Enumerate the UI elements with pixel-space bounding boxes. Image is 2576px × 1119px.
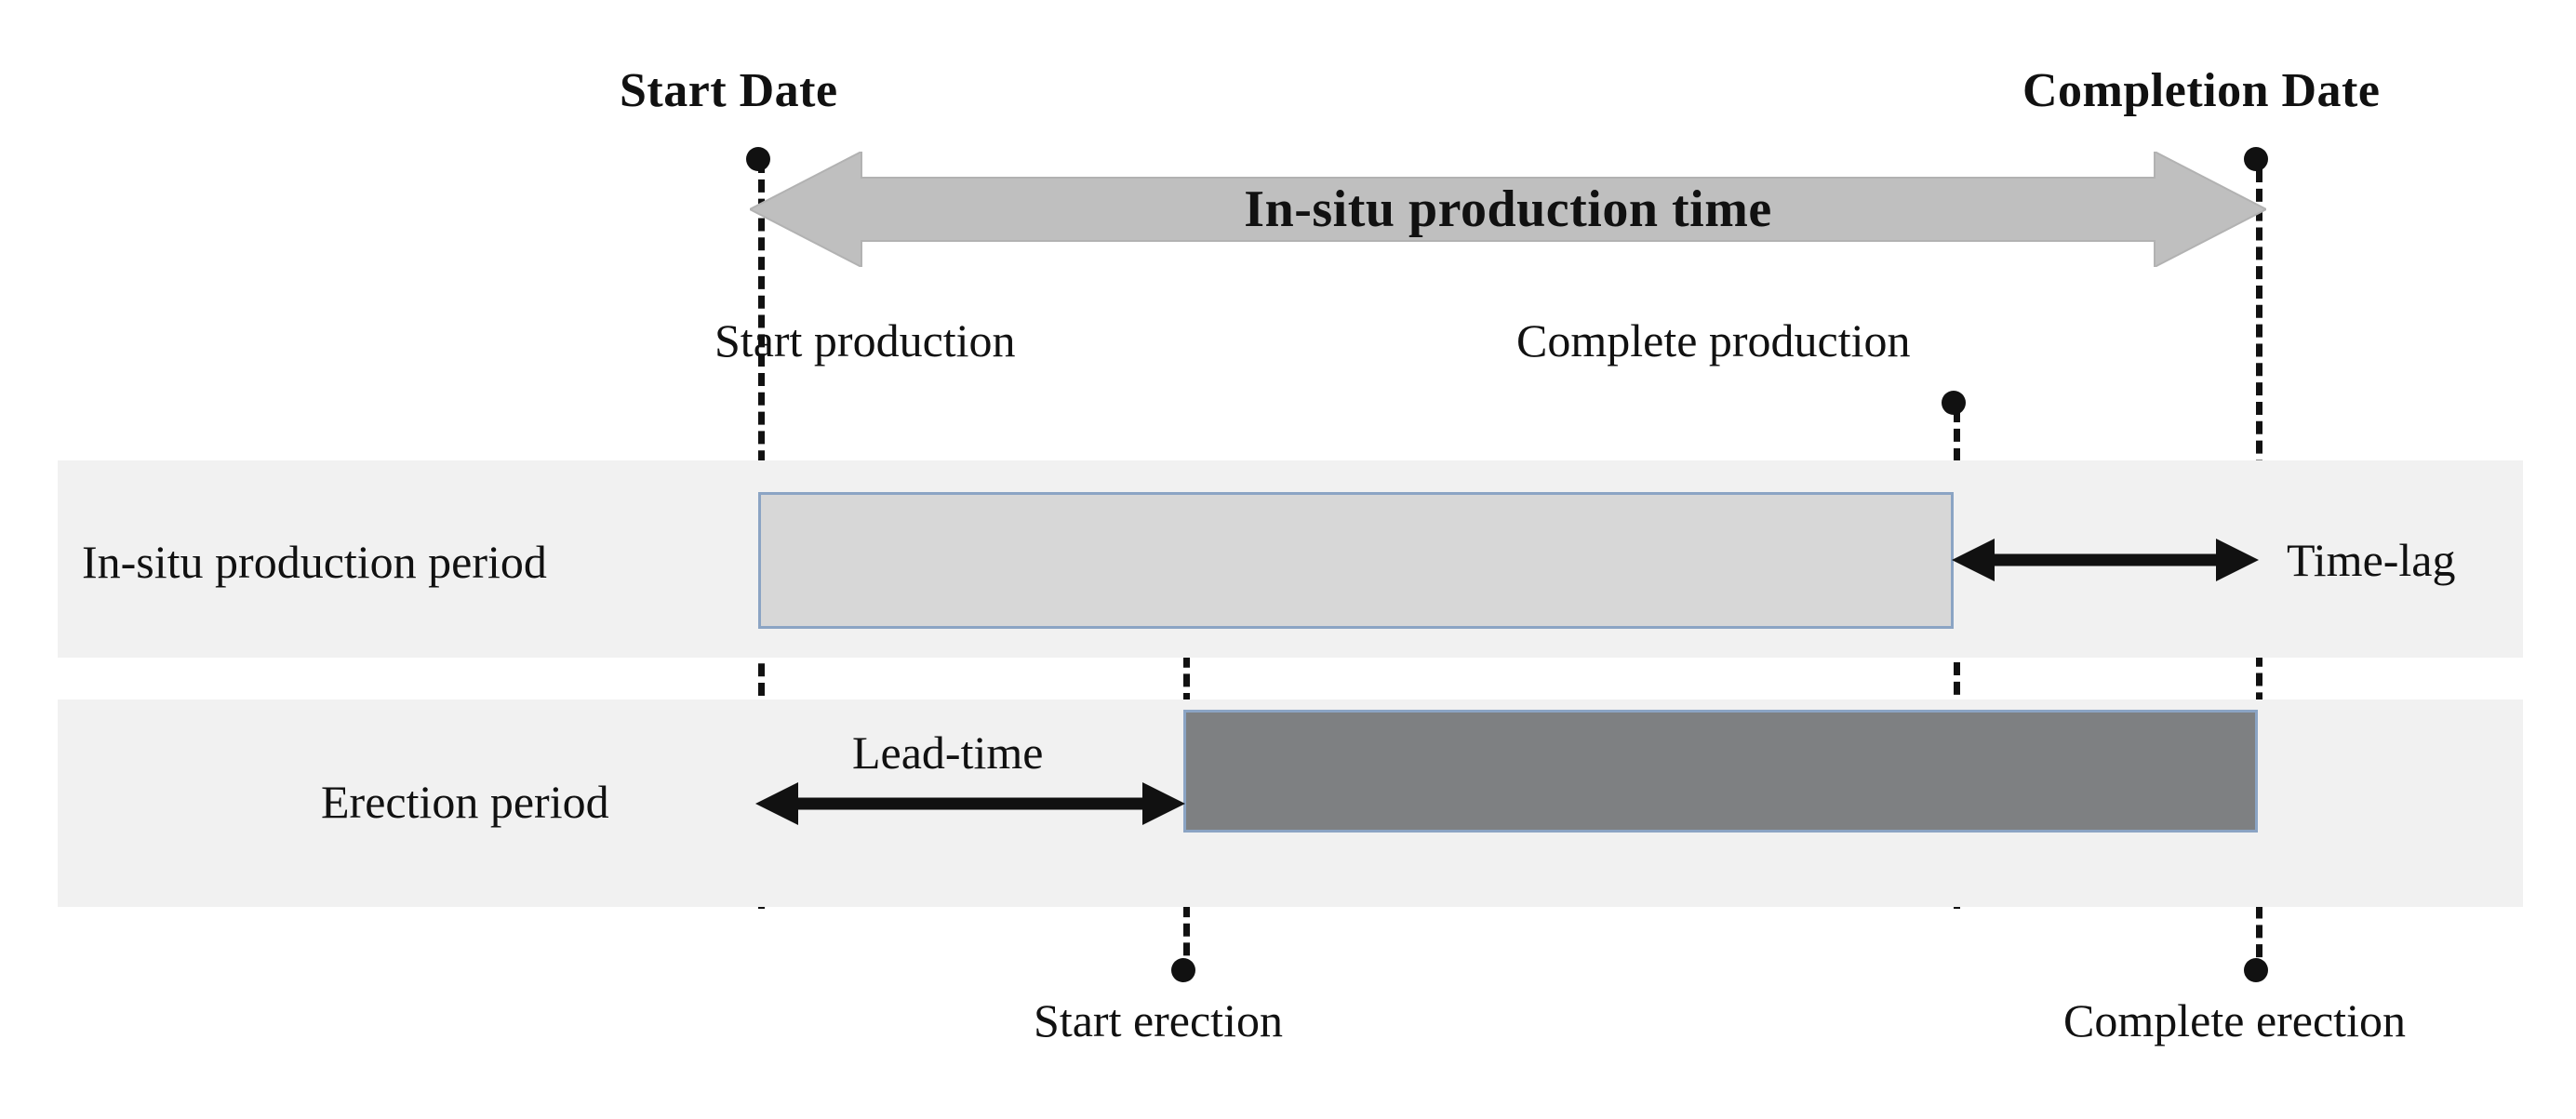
milestone-label-start-date: Start Date (620, 64, 838, 117)
milestone-dot-start-erection (1171, 958, 1195, 982)
milestone-label-start-erection: Start erection (1034, 994, 1283, 1046)
lane-label-in-situ-production-period: In-situ production period (82, 536, 547, 588)
milestone-dot-start-date (746, 147, 770, 171)
milestone-label-complete-erection: Complete erection (2063, 994, 2406, 1046)
span-arrow-label: In-situ production time (1244, 180, 1772, 238)
measure-label-lead-time: Lead-time (852, 726, 1044, 779)
measure-arrow-time-lag (1952, 533, 2259, 587)
lane-label-erection-period: Erection period (321, 776, 609, 828)
measure-arrow-lead-time (755, 777, 1185, 831)
milestone-line-complete-production (1954, 409, 1960, 909)
milestone-label-completion-date: Completion Date (2022, 64, 2381, 117)
bar-in-situ-production-period (758, 492, 1954, 629)
measure-label-time-lag: Time-lag (2287, 534, 2456, 586)
milestone-label-start-production: Start production (714, 314, 1016, 366)
milestone-dot-complete-erection (2244, 958, 2268, 982)
milestone-label-complete-production: Complete production (1516, 314, 1911, 366)
bar-erection-period (1183, 710, 2258, 833)
milestone-dot-complete-production (1942, 391, 1966, 415)
milestone-dot-completion-date (2244, 147, 2268, 171)
span-arrow-in-situ-production-time: In-situ production time (750, 152, 2266, 267)
